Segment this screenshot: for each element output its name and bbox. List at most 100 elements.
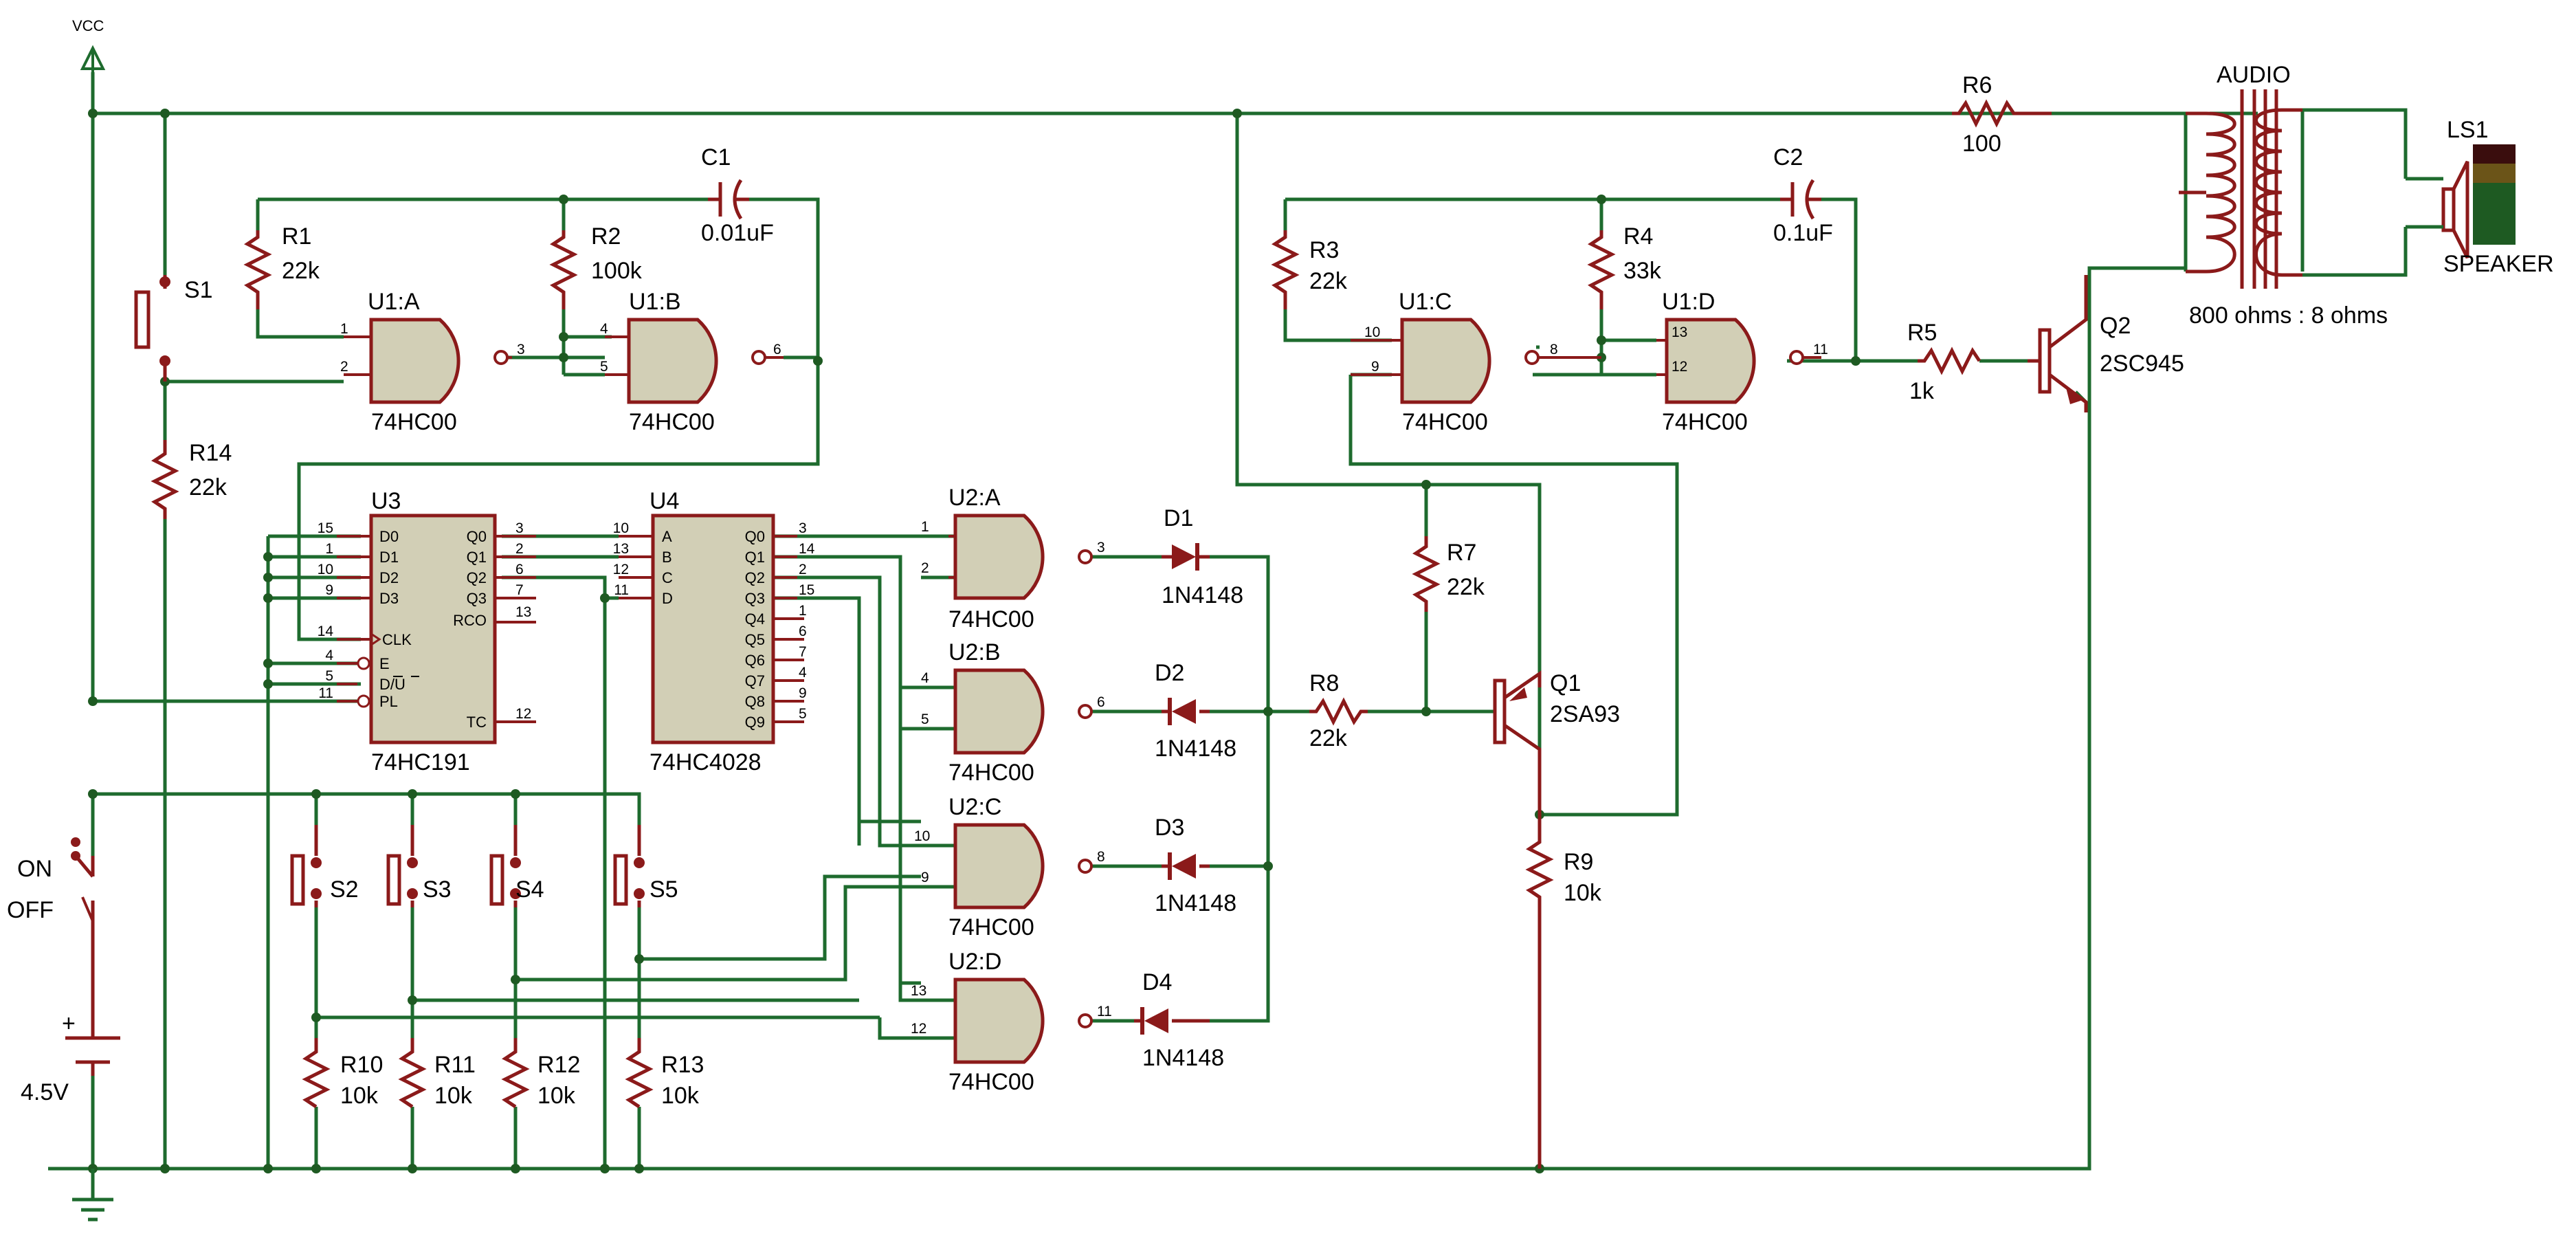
r8-value: 22k: [1309, 725, 1348, 751]
r4-value: 33k: [1623, 258, 1662, 284]
svg-text:10: 10: [1364, 324, 1380, 340]
switch-s1[interactable]: S1: [134, 275, 213, 382]
speaker-ls1: LS1 SPEAKER: [2406, 117, 2554, 277]
u1b-part: 74HC00: [629, 409, 715, 435]
r2-name: R2: [591, 223, 621, 250]
svg-text:1: 1: [799, 603, 807, 619]
r11-name: R11: [434, 1052, 476, 1078]
svg-text:7: 7: [799, 644, 807, 660]
svg-text:Q0: Q0: [467, 528, 487, 545]
wire-junctions: [88, 109, 1861, 1173]
svg-text:5: 5: [799, 706, 807, 722]
svg-text:4: 4: [799, 665, 807, 681]
capacitor-c1: C1 0.01uF: [701, 144, 774, 246]
svg-text:B: B: [662, 549, 672, 566]
battery-plus: +: [62, 1011, 76, 1037]
battery: + 4.5V: [21, 921, 120, 1105]
resistor-r5: R5 1k: [1907, 320, 1981, 404]
svg-text:3: 3: [515, 520, 524, 536]
d1-part: 1N4148: [1162, 582, 1243, 608]
d3-name: D3: [1155, 815, 1184, 841]
r13-value: 10k: [661, 1083, 700, 1109]
keypad-wires: [93, 792, 921, 1169]
svg-text:11: 11: [614, 582, 629, 598]
audio-transformer: [2179, 89, 2302, 289]
svg-text:6: 6: [773, 342, 781, 357]
svg-text:Q9: Q9: [745, 714, 765, 731]
svg-text:1: 1: [921, 519, 929, 535]
r14-value: 22k: [189, 474, 227, 500]
u2d-part: 74HC00: [948, 1069, 1034, 1095]
svg-text:5: 5: [600, 359, 608, 375]
svg-text:3: 3: [799, 520, 807, 536]
r11-value: 10k: [434, 1083, 473, 1109]
u3-left-pins: 15 1 10 9 14 4 5 11 D0 D1 D2 D3 CLK E D/…: [318, 520, 419, 710]
svg-text:10: 10: [613, 520, 629, 536]
resistor-r4: R4 33k: [1587, 223, 1662, 309]
r7-name: R7: [1447, 540, 1476, 566]
switch-s5[interactable]: S5: [613, 825, 678, 907]
switch-on-label: ON: [17, 856, 52, 882]
r5-value: 1k: [1909, 378, 1935, 404]
svg-text:Q1: Q1: [467, 549, 487, 566]
switch-s2[interactable]: S2: [290, 825, 359, 907]
s4-label: S4: [515, 876, 544, 903]
svg-text:1: 1: [340, 321, 348, 337]
vcc-terminal: VCC: [72, 17, 106, 72]
r13-name: R13: [661, 1052, 704, 1078]
u4-right-pins: 3 14 2 15 1 6 7 4 9 5 Q0 Q1 Q2 Q3 Q4 Q5 …: [745, 520, 815, 731]
r10-value: 10k: [340, 1083, 379, 1109]
switch-off-label: OFF: [7, 897, 54, 923]
battery-value: 4.5V: [21, 1079, 69, 1105]
svg-text:4: 4: [600, 321, 608, 337]
r12-name: R12: [537, 1052, 580, 1078]
svg-text:11: 11: [1813, 342, 1828, 357]
r4-name: R4: [1623, 223, 1653, 250]
q1-part: 2SA93: [1550, 701, 1620, 727]
switch-s3[interactable]: S3: [386, 825, 452, 907]
svg-text:8: 8: [1550, 342, 1558, 357]
r9-name: R9: [1564, 849, 1593, 875]
svg-text:Q7: Q7: [745, 672, 765, 689]
oscillator-2-wires: [1283, 197, 2028, 817]
svg-text:14: 14: [318, 623, 334, 639]
r9-value: 10k: [1564, 880, 1602, 906]
svg-text:11: 11: [1097, 1004, 1112, 1019]
svg-text:RCO: RCO: [453, 612, 487, 629]
d4-part: 1N4148: [1142, 1045, 1224, 1071]
diode-d3: D3 1N4148: [1155, 815, 1236, 916]
gate-u1a: 1 2 3 U1:A 74HC00: [340, 289, 525, 435]
u2d-name: U2:D: [948, 949, 1001, 975]
svg-text:1: 1: [325, 541, 333, 557]
u1a-part: 74HC00: [371, 409, 457, 435]
diode-d1: D1 1N4148: [1162, 505, 1243, 608]
svg-text:Q4: Q4: [745, 610, 765, 628]
svg-text:14: 14: [799, 541, 815, 557]
r1-name: R1: [282, 223, 311, 250]
q2-part: 2SC945: [2100, 351, 2184, 377]
diode-d4: D4 1N4148: [1134, 969, 1224, 1071]
svg-text:10: 10: [914, 828, 930, 844]
switch-s4[interactable]: S4: [489, 825, 544, 907]
svg-text:3: 3: [1097, 540, 1105, 555]
r1-value: 22k: [282, 258, 320, 284]
svg-text:9: 9: [1371, 359, 1379, 375]
svg-text:Q3: Q3: [467, 590, 487, 607]
d3-part: 1N4148: [1155, 890, 1236, 916]
svg-text:9: 9: [325, 582, 333, 598]
svg-text:5: 5: [325, 668, 333, 684]
svg-text:12: 12: [613, 562, 629, 577]
d4-name: D4: [1142, 969, 1172, 995]
power-switch[interactable]: ON OFF: [7, 837, 95, 923]
svg-text:Q5: Q5: [745, 631, 765, 648]
r2-value: 100k: [591, 258, 643, 284]
vcc-label: VCC: [72, 17, 104, 34]
gate-u1d: 13 12 11 U1:D 74HC00: [1656, 289, 1828, 435]
u1d-name: U1:D: [1662, 289, 1715, 315]
svg-text:13: 13: [515, 604, 531, 620]
gate-u2c: 10 9 8 U2:C 74HC00: [914, 794, 1105, 940]
d1-name: D1: [1164, 505, 1193, 531]
r8-name: R8: [1309, 670, 1339, 696]
gate-u2d: 13 12 11 U2:D 74HC00: [911, 949, 1112, 1095]
r5-name: R5: [1907, 320, 1937, 346]
